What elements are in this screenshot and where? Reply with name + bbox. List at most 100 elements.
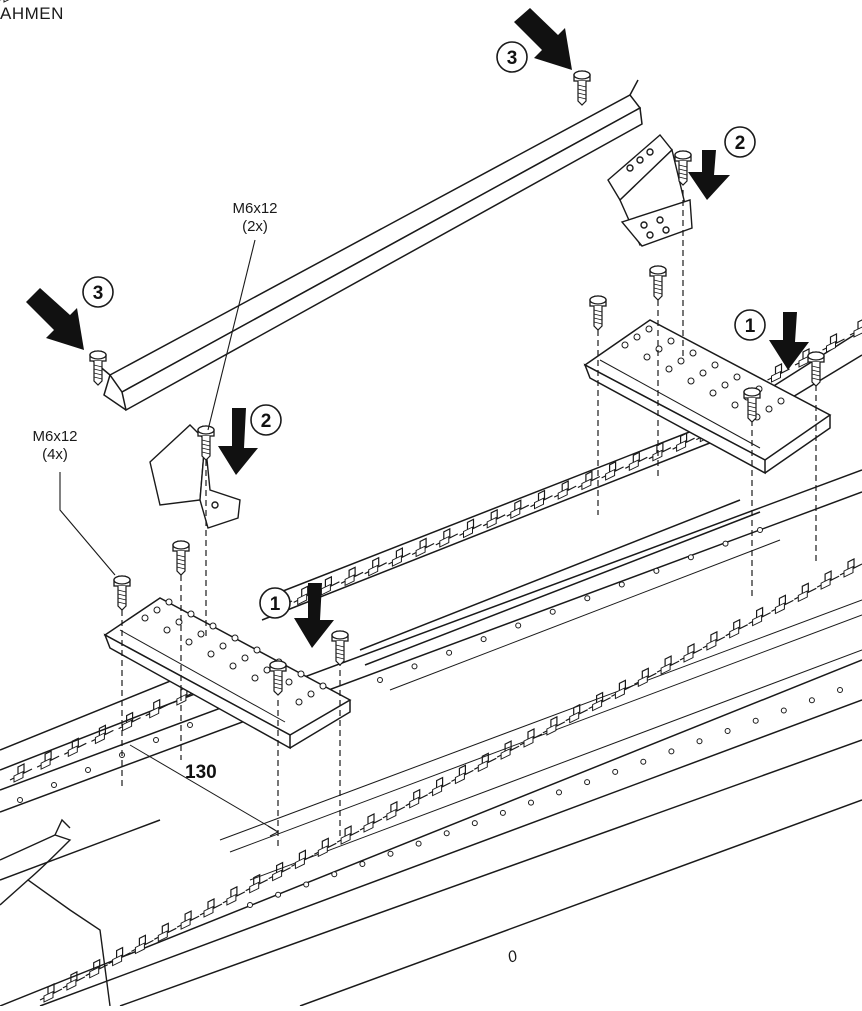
svg-text:2: 2 bbox=[261, 411, 272, 432]
plate-hole bbox=[153, 606, 161, 614]
rail-slot bbox=[222, 886, 246, 906]
rail-hole bbox=[303, 881, 310, 888]
rail-slot bbox=[648, 442, 672, 462]
rail-hole bbox=[499, 809, 506, 816]
plate-hole bbox=[689, 349, 697, 357]
rail-slot bbox=[839, 558, 862, 578]
rail-slot bbox=[340, 566, 364, 586]
plate-hole bbox=[667, 337, 675, 345]
step-2-right: 2 bbox=[724, 126, 756, 158]
callout-left-size: M6x12 bbox=[32, 428, 78, 445]
rail-slot bbox=[702, 631, 726, 651]
rail-hole bbox=[471, 820, 478, 827]
plate-hole bbox=[319, 682, 327, 690]
callout-left-qty: (4x) bbox=[42, 446, 68, 463]
part-mark: 0 bbox=[506, 948, 520, 967]
rail-slot bbox=[382, 801, 406, 821]
rail-slot bbox=[849, 318, 862, 338]
rail-slot bbox=[816, 570, 840, 590]
plate-hole bbox=[197, 630, 205, 638]
plate-hole bbox=[241, 654, 249, 662]
plate-hole bbox=[665, 365, 673, 373]
plate-hole bbox=[209, 622, 217, 630]
front-rail bbox=[0, 469, 862, 1007]
rail-slot bbox=[405, 789, 429, 809]
rail-hole bbox=[480, 636, 487, 643]
rail-slot bbox=[747, 606, 772, 627]
rail-hole bbox=[722, 540, 729, 547]
rail-hole bbox=[808, 697, 815, 704]
callout-top-size: M6x12 bbox=[232, 200, 278, 217]
plate-hole bbox=[231, 634, 239, 642]
plate-hole bbox=[731, 401, 739, 409]
rail-slot bbox=[679, 643, 703, 663]
rail-hole bbox=[696, 738, 703, 745]
callout-screw-top: M6x12 (2x) bbox=[222, 200, 288, 236]
rail-hole bbox=[549, 608, 556, 615]
plate-hole bbox=[253, 646, 261, 654]
bracket-right bbox=[607, 133, 693, 247]
rail-hole bbox=[415, 840, 422, 847]
plate-hole bbox=[633, 333, 641, 341]
plate-hole bbox=[297, 670, 305, 678]
rail-slot bbox=[176, 910, 200, 930]
rail-hole bbox=[331, 871, 338, 878]
rail-hole bbox=[359, 861, 366, 867]
front-rail-holes bbox=[247, 687, 843, 908]
step-3-top: 3 bbox=[496, 41, 528, 73]
rail-slot bbox=[62, 971, 86, 991]
plate-hole bbox=[187, 610, 195, 618]
dimension-label: 130 bbox=[185, 762, 217, 783]
section-header: AHMEN bbox=[0, 4, 64, 23]
rail-hole bbox=[275, 891, 282, 898]
rail-hole bbox=[584, 779, 591, 786]
rail-hole bbox=[377, 677, 383, 683]
plate-hole bbox=[645, 325, 653, 333]
rail-hole bbox=[187, 722, 193, 728]
plate-hole bbox=[251, 674, 259, 682]
rail-slot bbox=[519, 728, 543, 748]
plate-hole bbox=[229, 662, 237, 670]
rail-hole bbox=[584, 595, 591, 602]
svg-text:1: 1 bbox=[270, 594, 281, 615]
rail-slot bbox=[145, 699, 169, 719]
rear-rail-slots bbox=[269, 318, 862, 683]
plate-hole bbox=[263, 666, 271, 674]
plate-hole bbox=[207, 650, 215, 658]
callout-top-qty: (2x) bbox=[242, 218, 268, 235]
plate-hole bbox=[219, 642, 227, 650]
plate-hole bbox=[765, 405, 773, 413]
plate-hole bbox=[687, 377, 695, 385]
rail-hole bbox=[446, 649, 453, 656]
plate-hole bbox=[777, 397, 785, 405]
rail-slot bbox=[770, 594, 795, 615]
rail-hole bbox=[780, 707, 787, 714]
rail-hole bbox=[612, 768, 619, 775]
rail-hole bbox=[837, 687, 843, 693]
plate-hole bbox=[721, 381, 729, 389]
plate-hole bbox=[621, 341, 629, 349]
bracket-left bbox=[149, 424, 241, 529]
plate-hole bbox=[185, 638, 193, 646]
leader-lines bbox=[59, 239, 280, 837]
alignment-lines bbox=[121, 190, 817, 850]
plate-hole bbox=[643, 353, 651, 361]
rail-hole bbox=[85, 767, 91, 773]
rail-hole bbox=[153, 737, 159, 743]
rail-slot bbox=[656, 655, 680, 675]
plate-hole bbox=[285, 678, 293, 686]
plate-hole bbox=[711, 361, 719, 369]
rail-slot bbox=[542, 716, 566, 736]
callout-screw-left: M6x12 (4x) bbox=[22, 428, 88, 464]
rail-slot bbox=[793, 582, 817, 602]
rail-slot bbox=[428, 776, 452, 797]
rail-slot bbox=[725, 619, 749, 639]
rail-hole bbox=[51, 782, 57, 788]
plate-hole bbox=[165, 598, 173, 606]
rail-hole bbox=[618, 581, 625, 588]
rail-hole bbox=[640, 758, 647, 765]
cross-bar bbox=[91, 79, 643, 412]
plate-hole bbox=[655, 345, 663, 353]
rail-slot bbox=[565, 704, 589, 724]
